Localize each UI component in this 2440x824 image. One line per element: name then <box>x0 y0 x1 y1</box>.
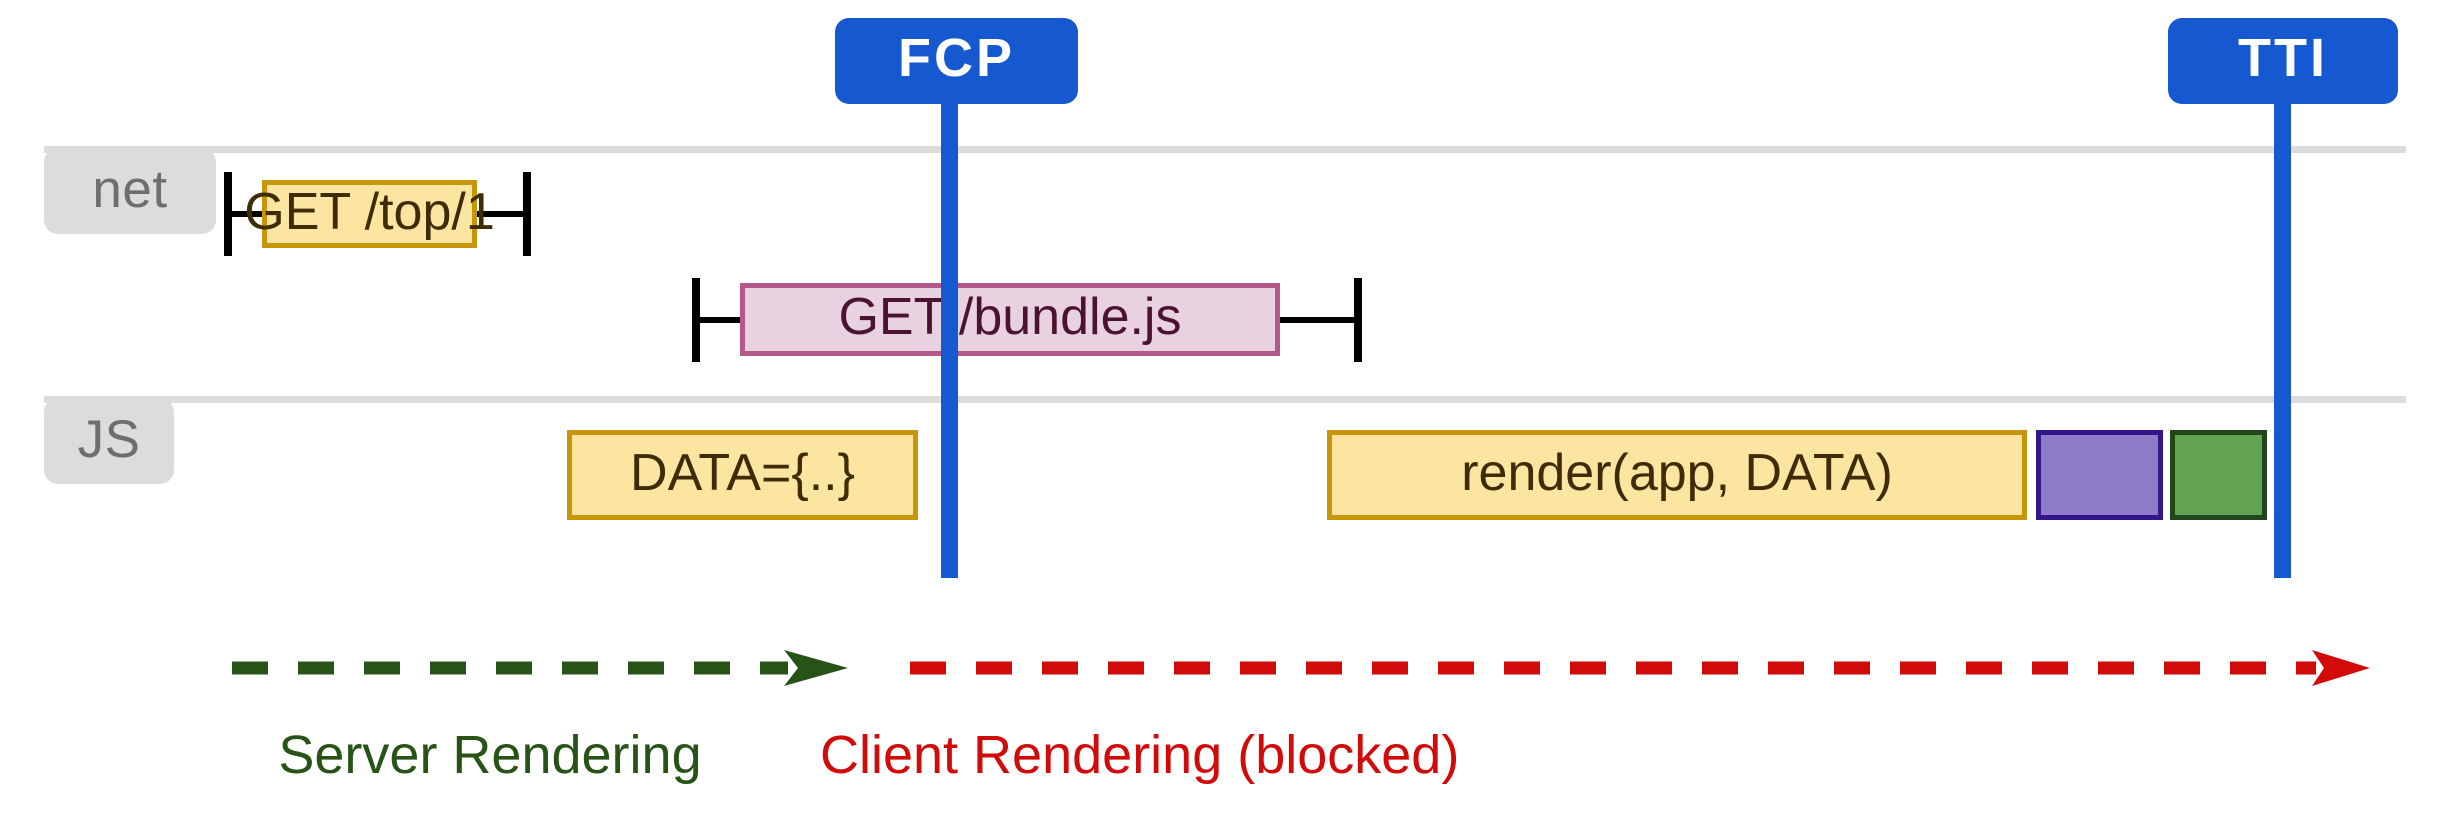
milestone-tti-badge[interactable]: TTI <box>2168 18 2398 104</box>
lane-rule-net <box>44 146 2406 153</box>
milestone-tti-line <box>2274 100 2291 578</box>
lane-label-net: net <box>44 148 216 234</box>
bar-data[interactable]: DATA={..} <box>567 430 918 520</box>
bar-task-a[interactable] <box>2036 430 2163 520</box>
milestone-fcp-line <box>941 100 958 578</box>
bar-task-b[interactable] <box>2170 430 2267 520</box>
bar-get-bundle[interactable]: GET /bundle.js <box>740 283 1280 356</box>
milestone-fcp-badge[interactable]: FCP <box>835 18 1078 104</box>
client-rendering-label: Client Rendering (blocked) <box>820 725 1460 785</box>
lane-label-js: JS <box>44 398 174 484</box>
server-rendering-arrow <box>228 648 852 688</box>
lane-rule-js <box>44 396 2406 403</box>
bar-get-top[interactable]: GET /top/1 <box>244 180 495 248</box>
server-rendering-label: Server Rendering <box>278 725 702 785</box>
client-rendering-arrow <box>906 648 2374 688</box>
bar-render[interactable]: render(app, DATA) <box>1327 430 2027 520</box>
